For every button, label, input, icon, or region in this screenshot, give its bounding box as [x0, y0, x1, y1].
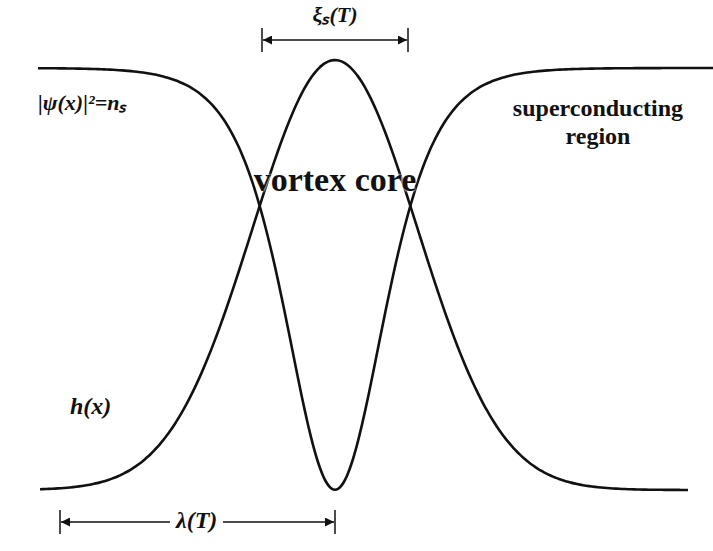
region-label: superconducting region: [488, 95, 708, 150]
coherence-length-label: ξₛ(T): [280, 2, 390, 27]
cylinder-top: [239, 33, 432, 57]
cylinder-outline: [238, 32, 432, 504]
penetration-depth-label: λ(T): [170, 507, 223, 535]
vortex-core-cylinder: vortex core: [238, 32, 432, 504]
dimension-arrow: [263, 39, 407, 41]
cylinder-body: [239, 44, 432, 503]
cylinder-base-back: [239, 479, 432, 491]
dimension-tick: [334, 510, 336, 534]
field-label: h(x): [70, 393, 111, 421]
order-parameter-label: |ψ(x)|²=nₛ: [38, 90, 126, 115]
dimension-tick: [261, 28, 263, 52]
dimension-tick: [59, 510, 61, 534]
order-parameter-curve: [38, 68, 713, 490]
dimension-tick: [407, 28, 409, 52]
core-label: vortex core: [238, 160, 432, 201]
profile-curves: [38, 60, 713, 490]
